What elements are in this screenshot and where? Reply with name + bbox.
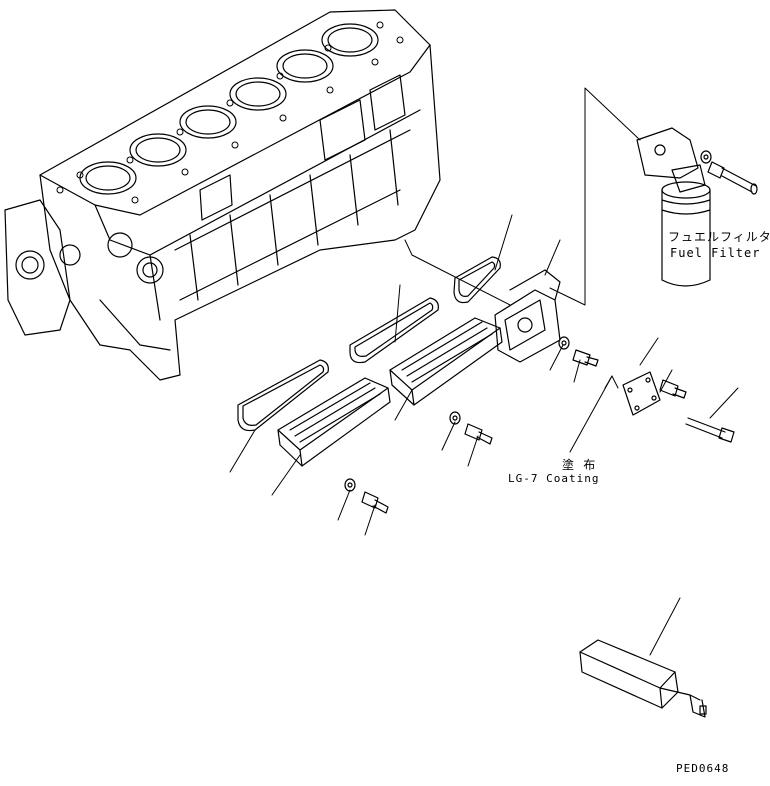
bolt-icon <box>362 492 388 513</box>
fuel-filter-label-en: Fuel Filter <box>670 246 761 260</box>
bolt-icon <box>573 350 598 366</box>
bolt-icon <box>686 418 734 442</box>
gasket-icon <box>454 257 500 303</box>
tool-icon <box>580 640 706 717</box>
fuel-filter-icon <box>637 128 710 286</box>
bolt-icon <box>660 380 686 398</box>
gasket-icon <box>350 298 438 363</box>
coating-label-en: LG-7 Coating <box>508 472 600 485</box>
cover-plate-icon <box>623 372 660 415</box>
side-cover-icon <box>390 318 502 405</box>
leader-lines <box>230 88 738 655</box>
adapter-bracket-icon <box>495 270 560 362</box>
washer-icon <box>701 151 711 163</box>
bolt-icon <box>708 162 757 194</box>
bolt-icon <box>465 424 492 444</box>
engine-block-icon <box>5 10 440 380</box>
gasket-icon <box>238 360 328 431</box>
coating-label-jp: 塗 布 <box>562 458 597 472</box>
washer-icon <box>450 412 460 424</box>
washer-icon <box>559 337 569 349</box>
fuel-filter-label-jp: フュエルフィルタ <box>668 230 770 244</box>
side-cover-icon <box>278 378 390 466</box>
drawing-code: PED0648 <box>676 762 730 775</box>
washer-icon <box>345 479 355 491</box>
